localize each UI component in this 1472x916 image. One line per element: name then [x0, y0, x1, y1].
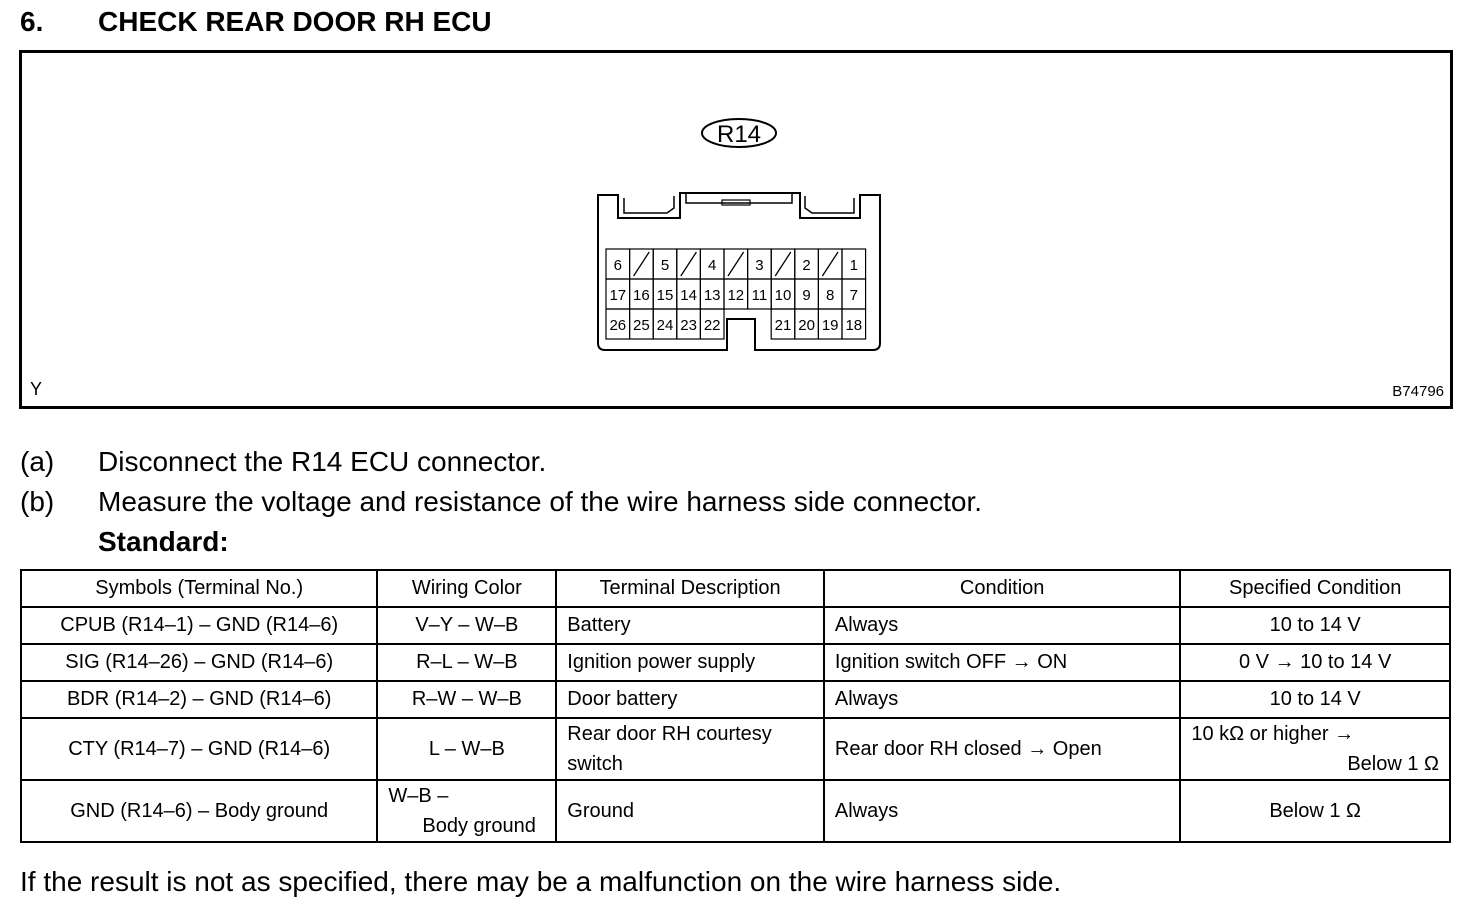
cell-wiring-line2: Body ground — [422, 815, 536, 837]
table-row: CPUB (R14–1) – GND (R14–6) V–Y – W–B Bat… — [19, 606, 1451, 645]
pin-number: 4 — [708, 257, 716, 274]
empty-pin-slash — [633, 251, 650, 277]
pin-number: 17 — [609, 287, 626, 304]
figure-corner-letter: Y — [30, 379, 43, 399]
step-title: CHECK REAR DOOR RH ECU — [98, 6, 492, 37]
cell-description-line2: switch — [567, 753, 623, 775]
table-row: SIG (R14–26) – GND (R14–6) R–L – W–B Ign… — [19, 643, 1451, 682]
step-a-label: (a) — [20, 446, 55, 477]
pin-number: 11 — [752, 287, 768, 304]
pin-number: 10 — [775, 287, 792, 304]
pin-number: 13 — [704, 287, 721, 304]
pin-number: 3 — [755, 257, 763, 274]
connector-key-slot — [721, 199, 751, 206]
pin-number: 14 — [680, 287, 697, 304]
header-symbols: Symbols (Terminal No.) — [19, 569, 379, 608]
cell-wiring: R–L – W–B — [376, 643, 558, 682]
step-b-label: (b) — [20, 486, 55, 517]
table-row: BDR (R14–2) – GND (R14–6) R–W – W–B Door… — [19, 680, 1451, 719]
cell-specified-line2: Below 1 Ω — [1347, 753, 1439, 775]
cell-description: Ground — [555, 779, 825, 843]
cell-symbols: CTY (R14–7) – GND (R14–6) — [19, 717, 379, 781]
pin-number: 5 — [661, 257, 669, 274]
pin-number: 21 — [775, 317, 792, 334]
pin-number: 16 — [633, 287, 650, 304]
cell-specified: 10 to 14 V — [1179, 606, 1451, 645]
connector-latch-right — [804, 196, 855, 214]
cell-symbols: SIG (R14–26) – GND (R14–6) — [19, 643, 379, 682]
cell-symbols: BDR (R14–2) – GND (R14–6) — [19, 680, 379, 719]
cell-description: Battery — [555, 606, 825, 645]
header-wiring-color: Wiring Color — [376, 569, 558, 608]
pin-number: 26 — [609, 317, 626, 334]
cell-wiring: W–B – Body ground — [376, 779, 558, 843]
empty-pin-slash — [680, 251, 697, 277]
pin-number: 7 — [850, 287, 858, 304]
pin-number: 23 — [680, 317, 697, 334]
cell-wiring: R–W – W–B — [376, 680, 558, 719]
pin-number: 15 — [657, 287, 674, 304]
cell-description: Ignition power supply — [555, 643, 825, 682]
table-header-row: Symbols (Terminal No.) Wiring Color Term… — [19, 569, 1451, 608]
cell-condition: Always — [822, 680, 1182, 719]
pin-number: 9 — [802, 287, 810, 304]
cell-description-line1: Rear door RH courtesy — [567, 723, 772, 745]
cell-condition: Always — [822, 779, 1182, 843]
figure-code: B74796 — [1392, 383, 1444, 400]
pin-cell — [841, 308, 867, 340]
spec-table: Symbols (Terminal No.) Wiring Color Term… — [19, 569, 1451, 843]
pin-number: 6 — [614, 257, 622, 274]
step-a-text: Disconnect the R14 ECU connector. — [98, 446, 547, 477]
empty-pin-slash — [727, 251, 745, 277]
pin-cell — [699, 308, 725, 340]
table-row: CTY (R14–7) – GND (R14–6) L – W–B Rear d… — [19, 717, 1451, 781]
header-specified-condition: Specified Condition — [1179, 569, 1451, 608]
header-condition: Condition — [822, 569, 1182, 608]
pin-number: 2 — [802, 257, 810, 274]
cell-wiring: V–Y – W–B — [376, 606, 558, 645]
pin-number: 24 — [657, 317, 674, 334]
cell-symbols: CPUB (R14–1) – GND (R14–6) — [19, 606, 379, 645]
connector-latch-left — [623, 196, 675, 214]
step-b-text: Measure the voltage and resistance of th… — [98, 486, 983, 517]
cell-condition: Rear door RH closed → Open — [822, 717, 1182, 781]
table-row: GND (R14–6) – Body ground W–B – Body gro… — [19, 779, 1451, 843]
connector-key — [685, 193, 793, 204]
connector-housing — [597, 192, 881, 351]
pin-number: 12 — [727, 287, 744, 304]
pin-number: 22 — [704, 317, 721, 334]
cell-specified: 0 V → 10 to 14 V — [1179, 643, 1451, 682]
cell-specified: 10 to 14 V — [1179, 680, 1451, 719]
pin-number: 8 — [826, 287, 834, 304]
cell-symbols: GND (R14–6) – Body ground — [19, 779, 379, 843]
empty-pin-slash — [774, 251, 792, 277]
footer-note: If the result is not as specified, there… — [20, 866, 1062, 897]
empty-pin-slash — [821, 251, 839, 277]
step-number: 6. — [20, 6, 44, 37]
cell-condition: Ignition switch OFF → ON — [822, 643, 1182, 682]
cell-description: Door battery — [555, 680, 825, 719]
cell-wiring: L – W–B — [376, 717, 558, 781]
pin-number: 25 — [633, 317, 650, 334]
standard-label: Standard: — [98, 526, 229, 557]
cell-wiring-line1: W–B – — [388, 785, 449, 807]
pin-number: 19 — [822, 317, 839, 334]
cell-condition: Always — [822, 606, 1182, 645]
pin-number: 18 — [845, 317, 862, 334]
cell-specified-line1: 10 kΩ or higher → — [1191, 723, 1355, 745]
connector-label-text: R14 — [717, 121, 761, 148]
pin-number: 20 — [798, 317, 815, 334]
header-terminal-description: Terminal Description — [555, 569, 825, 608]
cell-specified: 10 kΩ or higher → Below 1 Ω — [1179, 717, 1451, 781]
cell-description: Rear door RH courtesy switch — [555, 717, 825, 781]
pin-number: 1 — [850, 257, 858, 274]
connector-label-oval — [701, 118, 777, 148]
cell-specified: Below 1 Ω — [1179, 779, 1451, 843]
